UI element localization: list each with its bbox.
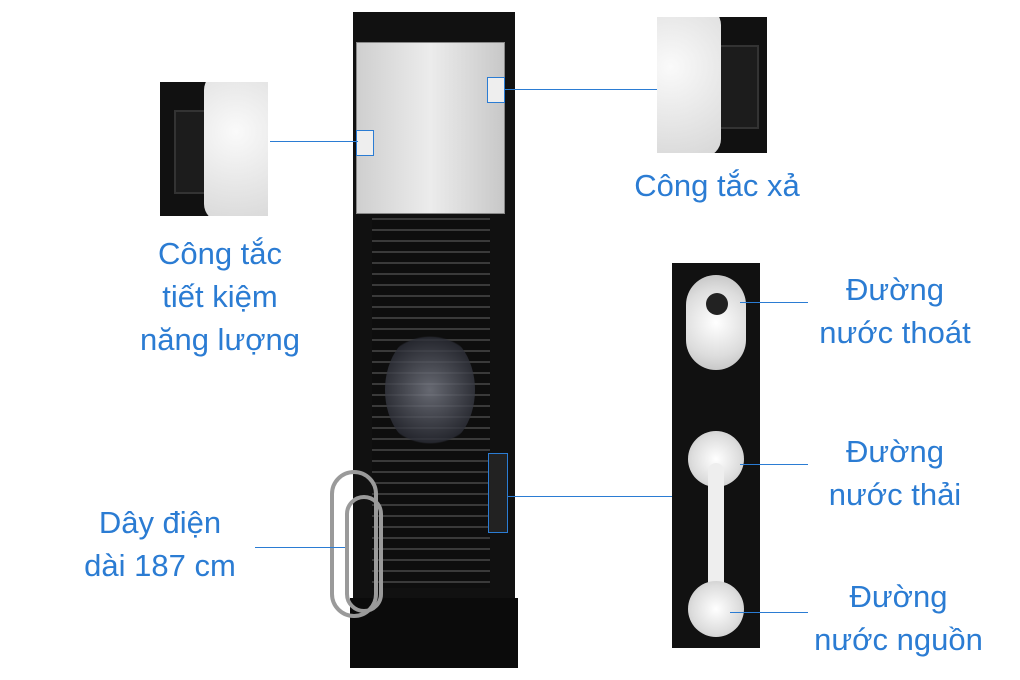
label-line: nước thải — [828, 477, 962, 512]
label-energy-switch: Công tắc tiết kiệm năng lượng — [110, 232, 330, 361]
fan — [385, 330, 475, 450]
foam-pad — [657, 17, 721, 153]
metal-back-panel — [356, 42, 505, 214]
power-cord — [330, 470, 378, 618]
flush-switch-inset — [657, 17, 767, 153]
leader-line — [505, 89, 657, 90]
label-line: Đường — [846, 434, 944, 469]
label-line: Đường — [849, 579, 948, 614]
flush-switch-marker — [487, 77, 505, 103]
energy-switch-inset — [160, 82, 268, 216]
water-pipes-marker — [488, 453, 508, 533]
label-drain-outlet: Đường nước thoát — [800, 268, 990, 354]
label-source-water: Đường nước nguồn — [796, 575, 1001, 661]
label-flush-switch: Công tắc xả — [634, 168, 800, 203]
white-tube — [708, 463, 724, 603]
label-line: Dây điện — [98, 505, 222, 540]
label-line: Đường — [846, 272, 944, 307]
leader-line — [730, 612, 808, 613]
pipes-inset — [672, 263, 760, 648]
leader-line — [507, 496, 672, 497]
foam-pad — [204, 82, 268, 216]
leader-line — [255, 547, 345, 548]
leader-line — [740, 464, 808, 465]
label-line: Công tắc — [157, 236, 283, 271]
source-fitting — [688, 581, 744, 637]
power-cord-loop — [345, 495, 383, 613]
leader-line — [740, 302, 808, 303]
label-line: nước thoát — [819, 315, 971, 350]
label-line: dài 187 cm — [84, 548, 236, 583]
label-waste-water: Đường nước thải — [800, 430, 990, 516]
base — [350, 598, 518, 668]
label-line: nước nguồn — [814, 622, 983, 657]
energy-switch-marker — [356, 130, 374, 156]
label-power-cord: Dây điện dài 187 cm — [55, 501, 265, 587]
label-line: tiết kiệm — [162, 279, 278, 314]
rocker-switch — [715, 45, 759, 129]
drain-fitting — [686, 275, 746, 370]
label-line: năng lượng — [139, 322, 301, 357]
drain-outlet — [706, 293, 728, 315]
leader-line — [270, 141, 358, 142]
